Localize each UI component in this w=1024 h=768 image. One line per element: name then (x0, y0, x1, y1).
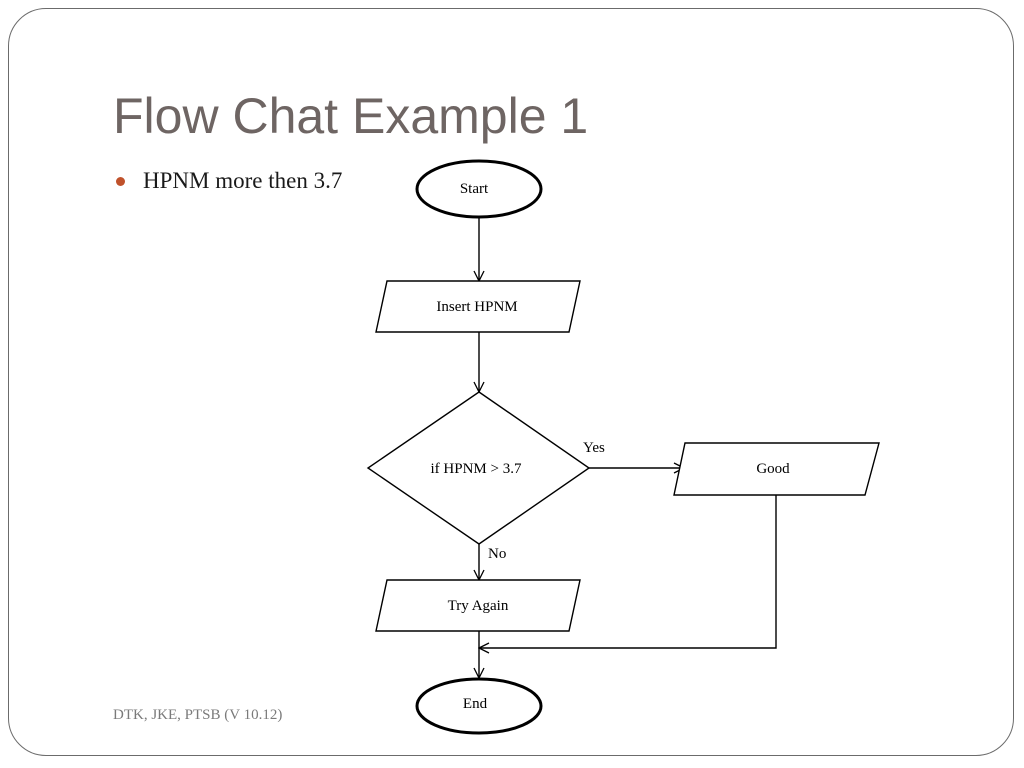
slide-footer: DTK, JKE, PTSB (V 10.12) (113, 707, 283, 723)
node-good-label: Good (756, 461, 790, 477)
node-insert-hpnm: Insert HPNM (375, 280, 581, 333)
node-end-label: End (463, 696, 488, 712)
edge-good-to-merge (479, 495, 777, 648)
node-try-again-label: Try Again (448, 598, 509, 614)
node-decision-label: if HPNM > 3.7 (431, 461, 522, 477)
node-try-again: Try Again (375, 579, 581, 632)
edge-label-no: No (488, 546, 506, 562)
slide-title: Flow Chat Example 1 (113, 88, 589, 144)
node-insert-hpnm-label: Insert HPNM (436, 299, 517, 315)
node-start-label: Start (460, 181, 489, 197)
bullet-item: HPNM more then 3.7 (116, 168, 342, 194)
slide-border (8, 8, 1014, 756)
node-good: Good (673, 442, 880, 496)
node-start: Start (415, 159, 543, 219)
node-decision: if HPNM > 3.7 (366, 391, 591, 545)
bullet-dot-icon (116, 176, 125, 186)
edge-label-yes: Yes (583, 440, 605, 456)
node-end: End (415, 677, 543, 735)
bullet-text: HPNM more then 3.7 (143, 168, 343, 193)
